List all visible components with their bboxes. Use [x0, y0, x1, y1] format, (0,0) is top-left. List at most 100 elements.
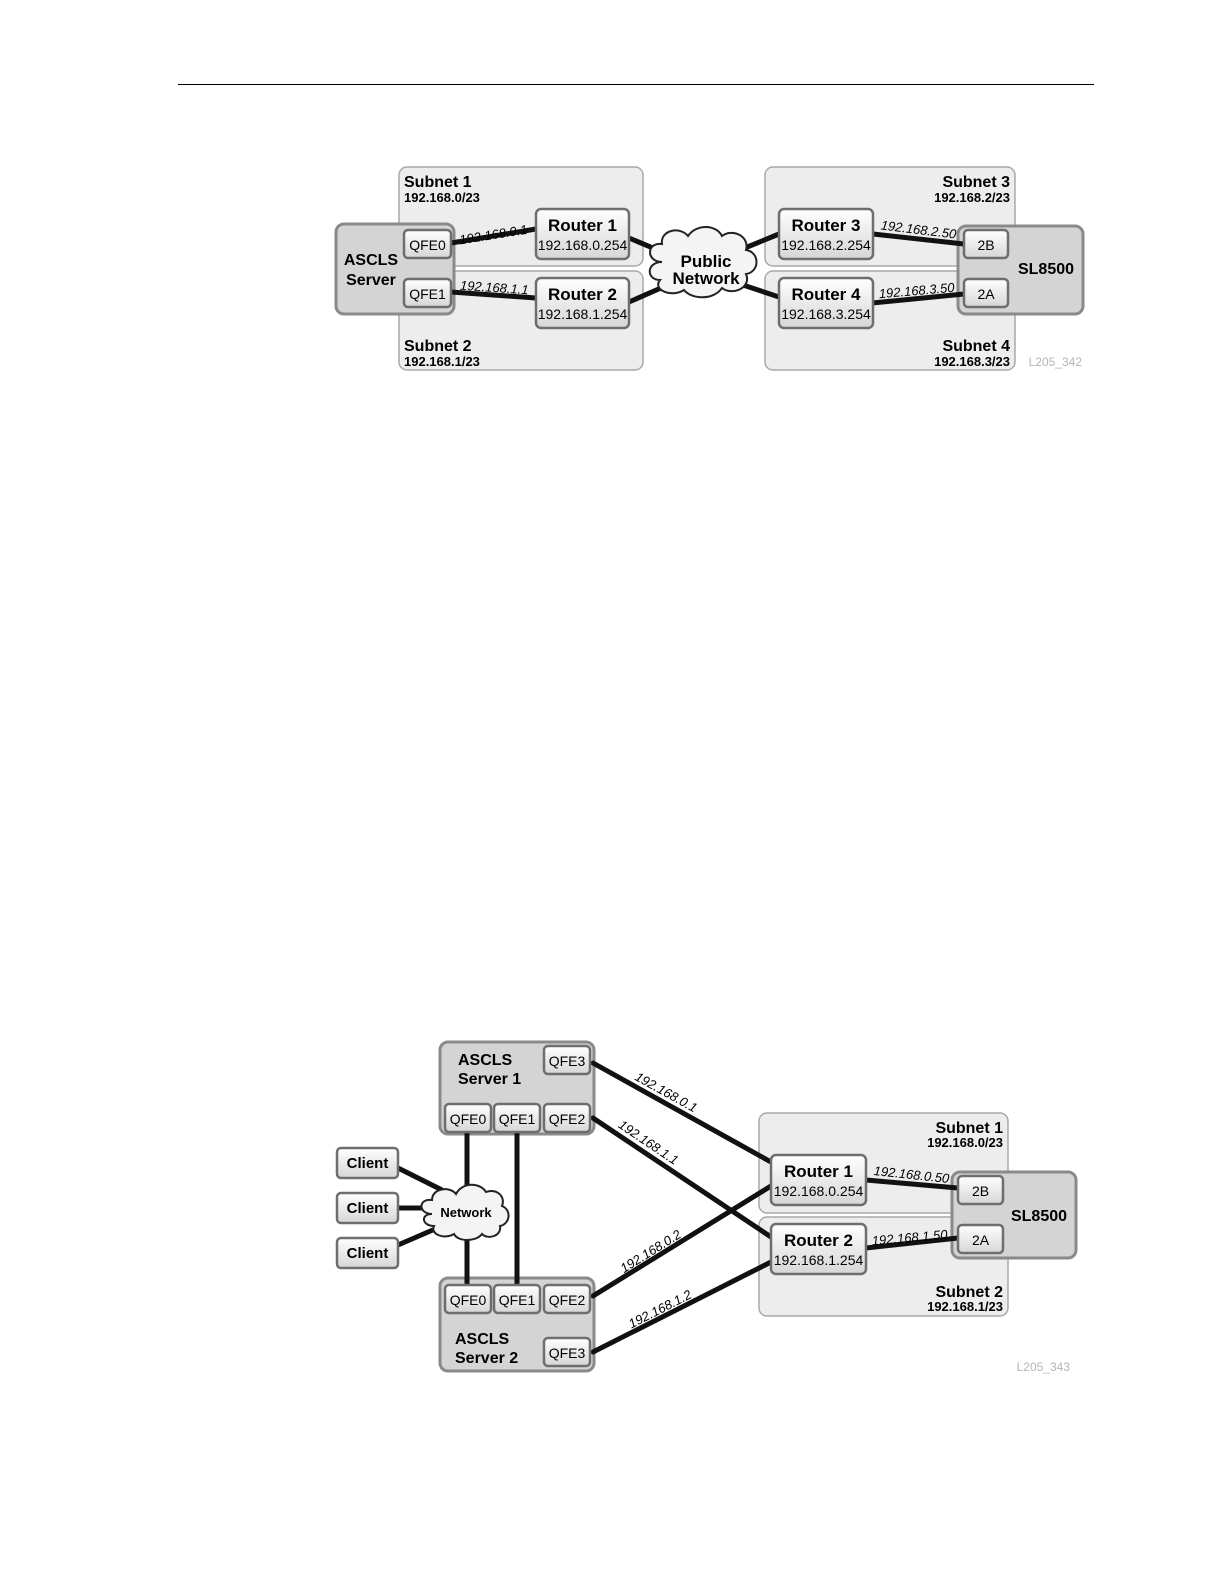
client-3-label: Client: [347, 1245, 389, 1262]
router-2-ip: 192.168.1.254: [538, 306, 628, 322]
router-3-ip: 192.168.2.254: [781, 237, 871, 253]
s2-qfe0-label: QFE0: [450, 1292, 487, 1308]
subnet-1-ip: 192.168.0/23: [404, 190, 480, 205]
s2-qfe3-label: QFE3: [549, 1345, 586, 1361]
d2-port-2a-label: 2A: [972, 1232, 990, 1248]
wire-router3-2b: [870, 231, 967, 247]
qfe0-port: [402, 228, 453, 260]
d2-subnet-1-name: Subnet 1: [935, 1120, 1003, 1137]
s2-qfe3-port: [542, 1336, 592, 1368]
subnet-3-ip: 192.168.2/23: [934, 190, 1010, 205]
server-label-line1: ASCLS: [344, 252, 399, 269]
s1-qfe2-label: QFE2: [549, 1111, 586, 1127]
subnet-2-ip: 192.168.1/23: [404, 354, 480, 369]
router-4-ip: 192.168.3.254: [781, 306, 871, 322]
d2-router-2-name: Router 2: [784, 1231, 853, 1250]
wire-qfe1-router2: [448, 289, 539, 301]
client-1: [335, 1146, 400, 1180]
client-2: [335, 1191, 400, 1225]
port-2a-label: 2A: [977, 286, 995, 302]
client-2-label: Client: [347, 1200, 389, 1217]
wire-s2-qfe2-router1: [590, 1183, 774, 1299]
d2-port-2b-label: 2B: [972, 1183, 989, 1199]
server-label-line2: Server: [346, 272, 396, 289]
s1-qfe0-port: [443, 1102, 493, 1134]
s1-qfe1-label: QFE1: [499, 1111, 536, 1127]
s2-qfe1-port: [492, 1283, 542, 1315]
router-1-box: [534, 207, 631, 261]
link-label-s2-qfe3: 192.168.1.2: [626, 1286, 695, 1331]
router-4-box: [777, 276, 875, 330]
d2-subnet-2-name: Subnet 2: [935, 1284, 1003, 1301]
server-1-label-line2: Server 1: [458, 1071, 521, 1088]
d2-router-2-ip: 192.168.1.254: [774, 1252, 864, 1268]
d2-router-2-box: [769, 1222, 868, 1276]
network-cloud-label: Network: [440, 1205, 492, 1220]
router-1-name: Router 1: [548, 216, 617, 235]
subnet-1-name: Subnet 1: [404, 174, 472, 191]
diagram-1: Public Network QFE0 QFE1 Router 1 192.16…: [334, 166, 1085, 371]
figure-id-2: L205_343: [1017, 1360, 1071, 1374]
wire-router1-2b: [863, 1177, 961, 1191]
d2-router-1-ip: 192.168.0.254: [774, 1183, 864, 1199]
s1-qfe1-port: [492, 1102, 542, 1134]
qfe1-label: QFE1: [409, 286, 446, 302]
subnet-3-name: Subnet 3: [942, 174, 1010, 191]
header-rule: [178, 84, 1094, 85]
qfe1-port: [402, 277, 453, 309]
wire-s1-qfe2-router2: [590, 1115, 774, 1240]
link-label-s2-qfe2: 192.168.0.2: [618, 1226, 685, 1276]
router-4-name: Router 4: [792, 285, 862, 304]
public-network-cloud-icon: [648, 226, 758, 299]
d2-router-1-box: [769, 1153, 868, 1207]
wire-s2-qfe3-router2: [590, 1259, 774, 1355]
router-3-name: Router 3: [792, 216, 861, 235]
wire-s1-qfe3-router1: [590, 1060, 774, 1165]
d2-library-label: SL8500: [1011, 1208, 1067, 1225]
qfe0-label: QFE0: [409, 237, 446, 253]
library-label: SL8500: [1018, 261, 1074, 278]
server-1-label-line1: ASCLS: [458, 1052, 513, 1069]
client-3: [335, 1236, 400, 1270]
diagram-2: ASCLS Server 1 ASCLS Server 2 QFE3 QFE0 …: [335, 1040, 1078, 1374]
link-label-2a: 192.168.3.50: [878, 280, 956, 302]
router-3-box: [777, 207, 875, 261]
d2-subnet-2-ip: 192.168.1/23: [927, 1299, 1003, 1314]
d2-port-2b: [956, 1174, 1005, 1206]
server-2-label-line2: Server 2: [455, 1350, 518, 1367]
port-2b: [962, 228, 1010, 260]
d2-router-1-name: Router 1: [784, 1162, 853, 1181]
wire-router4-2a: [869, 291, 967, 306]
wire-cloud-router4: [737, 281, 782, 300]
d2-link-label-2a: 192.168.1.50: [871, 1227, 949, 1249]
wire-client1-network: [395, 1165, 445, 1193]
network-cloud-icon: [420, 1183, 510, 1241]
s1-qfe3-label: QFE3: [549, 1053, 586, 1069]
router-2-box: [534, 276, 631, 330]
cloud-label-line2: Network: [672, 269, 740, 288]
s2-qfe0-port: [443, 1283, 493, 1315]
s2-qfe2-label: QFE2: [549, 1292, 586, 1308]
figure-id-1: L205_342: [1029, 355, 1083, 369]
wire-router2-2a: [863, 1235, 961, 1251]
d2-port-2a: [956, 1223, 1005, 1255]
d2-subnet-1-ip: 192.168.0/23: [927, 1135, 1003, 1150]
s2-qfe2-port: [542, 1283, 592, 1315]
router-1-ip: 192.168.0.254: [538, 237, 628, 253]
cloud-label-line1: Public: [680, 252, 731, 271]
client-1-label: Client: [347, 1155, 389, 1172]
s2-qfe1-label: QFE1: [499, 1292, 536, 1308]
port-2b-label: 2B: [977, 237, 994, 253]
server-2-label-line1: ASCLS: [455, 1331, 510, 1348]
port-2a: [962, 277, 1010, 309]
s1-qfe3-port: [542, 1044, 592, 1076]
subnet-4-ip: 192.168.3/23: [934, 354, 1010, 369]
link-label-qfe1: 192.168.1.1: [460, 278, 530, 298]
subnet-4-name: Subnet 4: [942, 338, 1010, 355]
subnet-2-name: Subnet 2: [404, 338, 472, 355]
router-2-name: Router 2: [548, 285, 617, 304]
wire-qfe0-router1: [448, 226, 539, 246]
s1-qfe0-label: QFE0: [450, 1111, 487, 1127]
s1-qfe2-port: [542, 1102, 592, 1134]
